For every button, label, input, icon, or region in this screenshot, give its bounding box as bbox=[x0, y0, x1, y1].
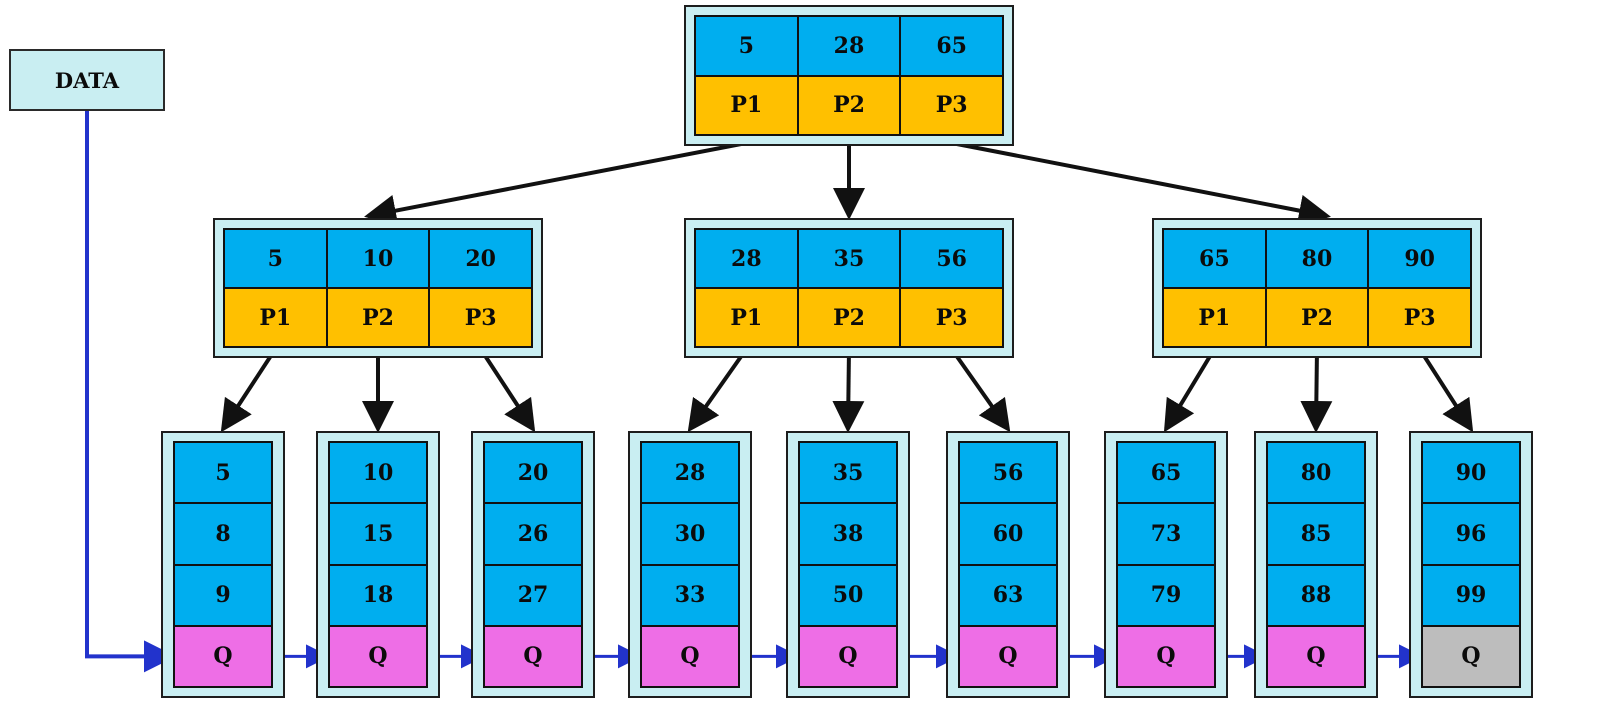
internal-1-pointer-1: P1 bbox=[224, 288, 327, 347]
leaf-8-key-1: 80 bbox=[1267, 442, 1365, 504]
leaf-9-link: Q bbox=[1422, 625, 1520, 687]
internal-3-pointer-2: P2 bbox=[1265, 288, 1369, 347]
internal-2-edge-2 bbox=[832, 348, 865, 433]
internal-2-key-2: 35 bbox=[797, 229, 901, 288]
leaf-5-link: Q bbox=[799, 625, 897, 687]
internal-3-pointer-1: P1 bbox=[1163, 288, 1266, 347]
leaf-9-key-2: 96 bbox=[1422, 503, 1520, 565]
internal-node-1: 5 10 20 P1 P2 P3 bbox=[213, 218, 543, 358]
leaf-6-link: Q bbox=[959, 625, 1057, 687]
leaf-7-link: Q bbox=[1117, 625, 1215, 687]
root-pointer-1: P1 bbox=[695, 75, 798, 135]
internal-2-key-1: 28 bbox=[695, 229, 798, 288]
leaf-7-key-1: 65 bbox=[1117, 442, 1215, 504]
leaf-1-key-3: 9 bbox=[174, 564, 272, 626]
internal-node-2: 28 35 56 P1 P2 P3 bbox=[684, 218, 1014, 358]
internal-3-key-2: 80 bbox=[1265, 229, 1369, 288]
internal-1-key-3: 20 bbox=[429, 229, 532, 288]
leaf-1-key-1: 5 bbox=[174, 442, 272, 504]
leaf-6-key-1: 56 bbox=[959, 442, 1057, 504]
leaf-8-link: Q bbox=[1267, 625, 1365, 687]
root-pointer-2: P2 bbox=[797, 75, 901, 135]
internal-1-edge-1 bbox=[220, 347, 278, 433]
data-entry-arrow bbox=[85, 111, 176, 673]
leaf-8-key-2: 85 bbox=[1267, 503, 1365, 565]
leaf-8-key-3: 88 bbox=[1267, 564, 1365, 626]
data-entry-label: DATA bbox=[54, 67, 120, 93]
internal-1-pointer-2: P2 bbox=[326, 288, 430, 347]
leaf-5-key-1: 35 bbox=[799, 442, 897, 504]
leaf-1-link: Q bbox=[174, 625, 272, 687]
leaf-3-key-3: 27 bbox=[484, 564, 582, 626]
internal-1-key-2: 10 bbox=[326, 229, 430, 288]
leaf-3-link: Q bbox=[484, 625, 582, 687]
data-entry-box: DATA bbox=[9, 49, 165, 111]
leaf-9-key-3: 99 bbox=[1422, 564, 1520, 626]
root-node: 5 28 65 P1 P2 P3 bbox=[684, 5, 1014, 146]
leaf-4-link: Q bbox=[641, 625, 739, 687]
leaf-5-key-2: 38 bbox=[799, 503, 897, 565]
leaf-7-key-3: 79 bbox=[1117, 564, 1215, 626]
root-key-2: 28 bbox=[797, 16, 901, 76]
leaf-node-1: 5 8 9 Q bbox=[161, 431, 285, 698]
leaf-9-key-1: 90 bbox=[1422, 442, 1520, 504]
leaf-2-key-2: 15 bbox=[329, 503, 427, 565]
internal-3-key-3: 90 bbox=[1368, 229, 1471, 288]
leaf-2-key-1: 10 bbox=[329, 442, 427, 504]
internal-2-pointer-1: P1 bbox=[695, 288, 798, 347]
leaf-node-4: 28 30 33 Q bbox=[628, 431, 752, 698]
internal-3-pointer-3: P3 bbox=[1368, 288, 1471, 347]
internal-1-pointer-3: P3 bbox=[429, 288, 532, 347]
root-pointer-3: P3 bbox=[900, 75, 1003, 135]
root-key-3: 65 bbox=[900, 16, 1003, 76]
root-edge-3 bbox=[951, 141, 1331, 227]
leaf-node-9: 90 96 99 Q bbox=[1409, 431, 1533, 698]
leaf-node-5: 35 38 50 Q bbox=[786, 431, 910, 698]
internal-1-key-1: 5 bbox=[224, 229, 327, 288]
leaf-2-link: Q bbox=[329, 625, 427, 687]
internal-1-edge-3 bbox=[478, 347, 536, 433]
leaf-4-key-2: 30 bbox=[641, 503, 739, 565]
leaf-7-key-2: 73 bbox=[1117, 503, 1215, 565]
root-edge-1 bbox=[364, 141, 747, 227]
internal-2-key-3: 56 bbox=[900, 229, 1003, 288]
leaf-4-key-3: 33 bbox=[641, 564, 739, 626]
internal-3-edge-2 bbox=[1300, 348, 1333, 433]
leaf-1-key-2: 8 bbox=[174, 503, 272, 565]
internal-2-pointer-2: P2 bbox=[797, 288, 901, 347]
leaf-3-key-2: 26 bbox=[484, 503, 582, 565]
leaf-6-key-3: 63 bbox=[959, 564, 1057, 626]
leaf-node-6: 56 60 63 Q bbox=[946, 431, 1070, 698]
internal-2-pointer-3: P3 bbox=[900, 288, 1003, 347]
leaf-3-key-1: 20 bbox=[484, 442, 582, 504]
leaf-2-key-3: 18 bbox=[329, 564, 427, 626]
internal-3-edge-3 bbox=[1417, 347, 1474, 433]
leaf-node-2: 10 15 18 Q bbox=[316, 431, 440, 698]
leaf-5-key-3: 50 bbox=[799, 564, 897, 626]
leaf-node-8: 80 85 88 Q bbox=[1254, 431, 1378, 698]
leaf-node-3: 20 26 27 Q bbox=[471, 431, 595, 698]
leaf-node-7: 65 73 79 Q bbox=[1104, 431, 1228, 698]
root-key-1: 5 bbox=[695, 16, 798, 76]
internal-node-3: 65 80 90 P1 P2 P3 bbox=[1152, 218, 1482, 358]
internal-3-edge-1 bbox=[1163, 347, 1217, 433]
internal-2-edge-1 bbox=[687, 347, 748, 433]
internal-3-key-1: 65 bbox=[1163, 229, 1266, 288]
leaf-4-key-1: 28 bbox=[641, 442, 739, 504]
leaf-6-key-2: 60 bbox=[959, 503, 1057, 565]
internal-2-edge-3 bbox=[950, 347, 1011, 433]
